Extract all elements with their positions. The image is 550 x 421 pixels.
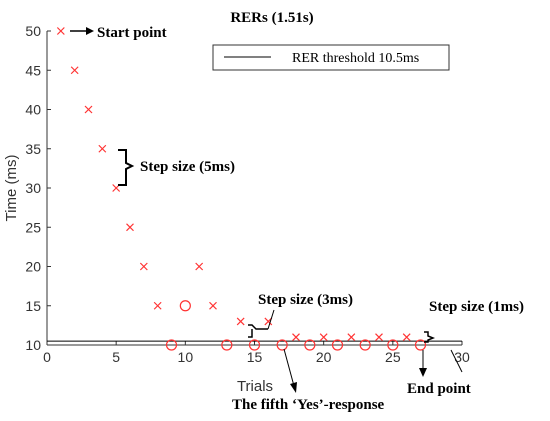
x-marker (98, 144, 107, 153)
x-marker (84, 105, 93, 114)
x-tick-label: 0 (43, 349, 51, 365)
x-marker (292, 333, 300, 342)
circle-marker (359, 339, 371, 351)
circle-marker (387, 339, 399, 351)
y-axis-label: Time (ms) (3, 155, 20, 222)
data-marks (56, 27, 427, 351)
x-marker (402, 333, 411, 342)
y-tick-label: 20 (25, 259, 41, 275)
annotations: Start point Step size (5ms) Step size (3… (70, 25, 524, 413)
circle-marker (165, 339, 178, 351)
x-tick-label: 10 (178, 349, 194, 365)
circle-marker (179, 300, 191, 312)
x-marker (126, 223, 134, 232)
y-tick-label: 30 (25, 180, 41, 196)
step5-label: Step size (5ms) (140, 159, 235, 175)
x-marker (347, 333, 356, 342)
fifth-arrowhead-icon (290, 382, 297, 393)
x-marker (153, 301, 162, 310)
x-tick-label: 25 (385, 349, 401, 365)
circle-marker (414, 339, 427, 351)
y-tick-label: 25 (25, 219, 41, 235)
fifth-yes-label: The fifth ‘Yes’-response (232, 397, 385, 413)
chart-title: RERs (1.51s) (230, 10, 313, 26)
x-marker (375, 333, 383, 342)
x-tick-label: 30 (454, 349, 470, 365)
y-tick-label: 10 (25, 337, 41, 353)
y-tick-label: 15 (25, 298, 41, 314)
step3-label: Step size (3ms) (258, 292, 353, 308)
circle-marker (331, 339, 344, 351)
step1-label: Step size (1ms) (429, 299, 524, 315)
y-tick-label: 40 (25, 102, 41, 118)
end-point-label: End point (407, 381, 471, 397)
circle-marker (221, 339, 233, 351)
end-pointer-line (450, 349, 463, 373)
start-point-label: Start point (97, 25, 167, 41)
x-marker (56, 27, 65, 35)
x-tick-label: 20 (316, 349, 332, 365)
y-tick-label: 45 (25, 62, 41, 78)
y-tick-label: 35 (25, 141, 41, 157)
x-axis-label: Trials (237, 378, 273, 395)
x-marker (70, 66, 79, 75)
legend: RER threshold 10.5ms (212, 44, 450, 71)
x-marker (236, 317, 245, 326)
start-arrowhead-icon (86, 27, 94, 35)
step3-pointer-icon (267, 309, 275, 330)
x-tick-label: 5 (112, 349, 120, 365)
step1-brace-icon (424, 331, 436, 343)
circle-marker (304, 339, 316, 351)
end-arrowhead-icon (419, 368, 427, 377)
x-marker (195, 262, 204, 271)
x-marker (319, 333, 328, 342)
circle-marker (248, 339, 261, 351)
legend-label: RER threshold 10.5ms (292, 51, 419, 66)
x-ticks: 0 5 10 15 20 25 30 (43, 341, 470, 365)
circle-marker (276, 339, 288, 351)
step5-brace-icon (118, 149, 135, 186)
fifth-arrow (283, 348, 295, 387)
y-tick-label: 50 (25, 23, 41, 39)
x-tick-label: 15 (247, 349, 263, 365)
step3-brace-icon (248, 324, 268, 338)
x-marker (139, 262, 148, 271)
x-marker (209, 301, 217, 310)
y-ticks: 10 15 20 25 30 35 40 45 50 (25, 23, 51, 353)
